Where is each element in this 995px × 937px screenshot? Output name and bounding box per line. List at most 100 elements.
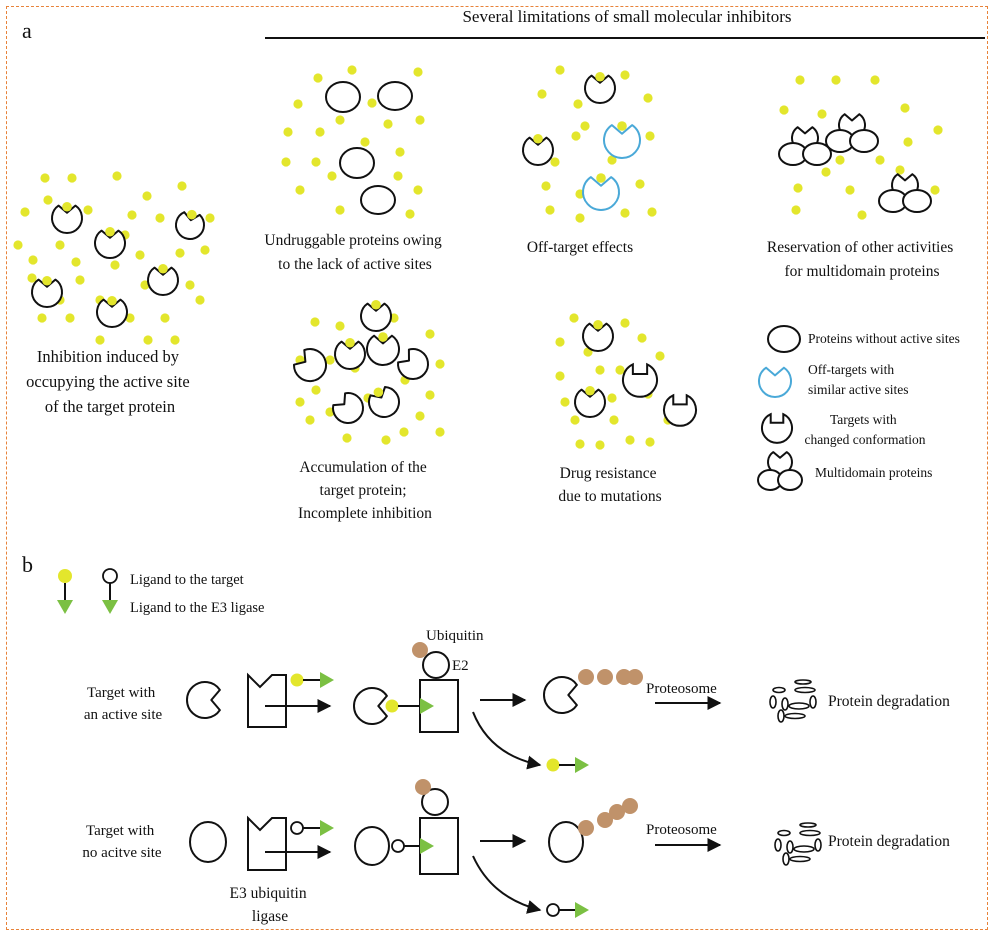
e3-ligase-label: E3 ubiquitin ligase	[230, 885, 311, 925]
drug-dot	[779, 105, 789, 115]
drug-dot	[360, 137, 370, 147]
target-protein	[96, 298, 128, 329]
drug-dot	[647, 207, 657, 217]
protein-no-site	[377, 81, 413, 111]
drug-dot	[313, 73, 323, 83]
drug-dot	[381, 435, 391, 445]
protein-no-site	[325, 81, 361, 113]
drug-dot	[342, 433, 352, 443]
ubiquitin	[616, 669, 632, 685]
drug-dot	[95, 335, 105, 345]
drug-dot	[645, 131, 655, 141]
legend-e3-ligand-tail	[102, 600, 118, 614]
drug-dot	[595, 71, 605, 82]
drug-dot	[845, 185, 855, 195]
drug-dot	[185, 280, 195, 290]
drug-dot	[13, 240, 23, 250]
drug-dot	[609, 415, 619, 425]
panel-a-letter: a	[22, 18, 32, 43]
drug-dot	[293, 99, 303, 109]
drug-dot	[575, 213, 585, 223]
legend-multidomain-right	[777, 469, 803, 491]
drug-dot	[573, 99, 583, 109]
ubiquitin	[578, 820, 594, 836]
drug-dot	[65, 313, 75, 323]
row2-proteosome-label: Proteosome	[646, 822, 717, 838]
protein-fragment	[793, 845, 815, 853]
drug-dot	[327, 171, 337, 181]
protein-fragment	[799, 822, 817, 828]
drug-dot	[546, 758, 560, 772]
drug-dot	[541, 181, 551, 191]
drug-dot	[930, 185, 940, 195]
drug-dot	[310, 317, 320, 327]
drug-dot	[311, 157, 321, 167]
drug-dot	[315, 127, 325, 137]
drug-dot	[290, 673, 304, 687]
drug-dot	[571, 131, 581, 141]
protein-no-site	[360, 185, 396, 215]
drug-dot	[127, 210, 137, 220]
protein-fragment	[814, 838, 822, 852]
caption-resistance: Drug resistance due to mutations	[558, 465, 661, 505]
drug-dot	[620, 318, 630, 328]
legend-e3-ligand-head	[102, 568, 118, 584]
drug-dot	[200, 245, 210, 255]
target-protein	[31, 278, 63, 309]
legend-target-ligand-tail	[57, 600, 73, 614]
drug-dot	[620, 208, 630, 218]
panel-a-header: Several limitations of small molecular i…	[462, 7, 791, 26]
e3-ligand-triangle	[575, 902, 589, 918]
drug-dot	[20, 207, 30, 217]
ubiquitin	[609, 804, 625, 820]
drug-dot	[385, 699, 399, 713]
drug-dot	[177, 181, 187, 191]
drug-dot	[550, 157, 560, 167]
drug-dot	[817, 109, 827, 119]
drug-dot	[570, 415, 580, 425]
target-protein	[582, 322, 614, 353]
target-protein	[332, 392, 364, 424]
drug-dot	[545, 205, 555, 215]
row2-ligand-head	[290, 821, 304, 835]
drug-dot	[170, 335, 180, 345]
drug-dot	[857, 210, 867, 220]
target-protein	[51, 204, 83, 235]
protein-fragment	[777, 829, 791, 837]
drug-dot	[617, 121, 627, 131]
drug-dot	[112, 171, 122, 181]
drug-dot	[325, 355, 335, 365]
drug-dot	[345, 337, 355, 348]
drug-dot	[821, 167, 831, 177]
ubiquitin-label: Ubiquitin	[426, 628, 484, 644]
protein-fragment	[794, 679, 812, 685]
drug-dot	[575, 439, 585, 449]
protein-fragment	[788, 702, 810, 710]
drug-dot	[425, 329, 435, 339]
protein-fragment	[782, 852, 790, 866]
e3-ligase	[247, 815, 287, 871]
drug-dot	[107, 295, 117, 306]
drug-dot	[607, 155, 617, 165]
row2-degradation-label: Protein degradation	[828, 833, 950, 850]
protein-fragment	[789, 855, 811, 863]
drug-dot	[281, 157, 291, 167]
drug-dot	[635, 179, 645, 189]
off-target-protein	[582, 176, 620, 211]
drug-dot	[555, 371, 565, 381]
changed-conformation-target	[663, 393, 697, 427]
drug-dot	[110, 260, 120, 270]
drug-dot	[187, 209, 197, 220]
legend-panel-a	[757, 325, 803, 491]
protein-fragment	[809, 695, 817, 709]
row2-ubiquitinated-target	[548, 821, 584, 863]
drug-dot	[405, 209, 415, 219]
drug-dot	[537, 89, 547, 99]
legend-target-ligand-head	[58, 569, 72, 583]
drug-dot	[595, 440, 605, 450]
drug-dot	[195, 295, 205, 305]
protein-fragment	[769, 695, 777, 709]
target-protein	[397, 348, 429, 381]
caption-inhibition: Inhibition induced by occupying the acti…	[26, 347, 194, 416]
drug-dot	[533, 133, 543, 144]
